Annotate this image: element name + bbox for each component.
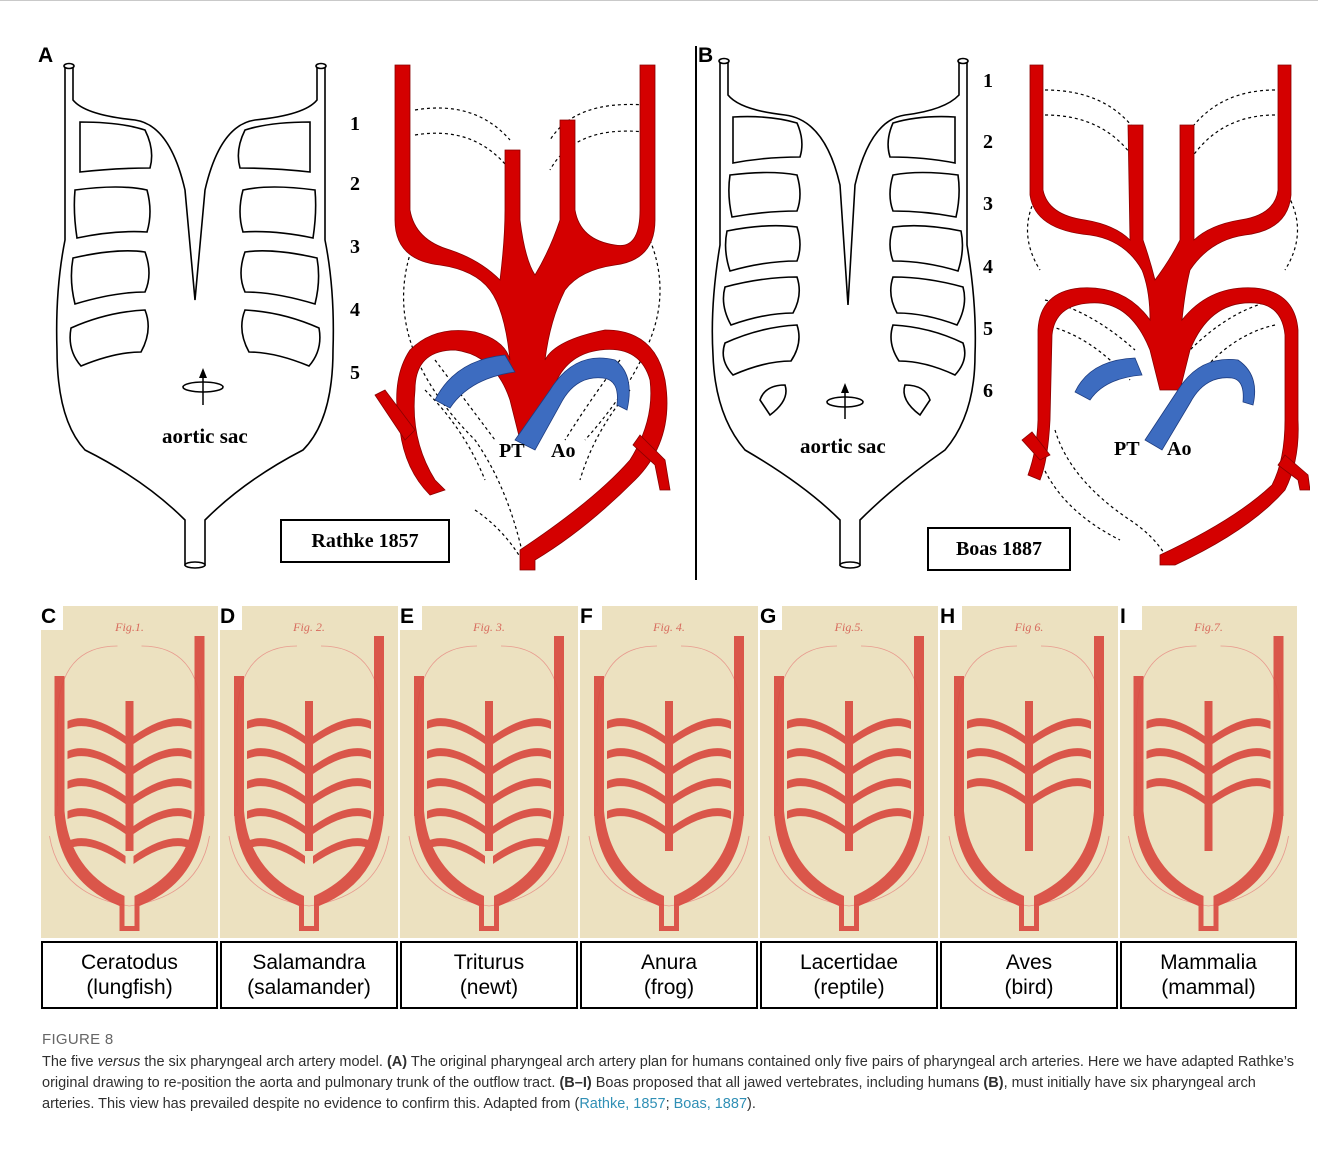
ref-rathke-link[interactable]: Rathke, 1857 <box>579 1096 665 1112</box>
ref-boas-link[interactable]: Boas, 1887 <box>674 1096 747 1112</box>
arch-number-b-4: 4 <box>983 256 993 279</box>
species-common-name: (reptile) <box>762 975 936 1000</box>
species-artery-drawing <box>760 606 938 938</box>
aortic-sac-label-b: aortic sac <box>800 434 886 459</box>
species-label-box: Triturus (newt) <box>400 941 578 1009</box>
arch-number-a-2: 2 <box>350 173 360 196</box>
species-artery-drawing <box>940 606 1118 938</box>
arch-number-b-3: 3 <box>983 193 993 216</box>
aortic-sac-label-a: aortic sac <box>162 424 248 449</box>
species-common-name: (lungfish) <box>43 975 216 1000</box>
arch-number-b-2: 2 <box>983 131 993 154</box>
caption-bi-text: Boas proposed that all jawed vertebrates… <box>592 1075 984 1091</box>
figure-number: FIGURE 8 <box>42 1029 1312 1050</box>
arch-number-b-6: 6 <box>983 380 993 403</box>
arch-number-b-1: 1 <box>983 70 993 93</box>
panel-divider <box>695 46 697 580</box>
species-figure-lacertidae: Fig.5. G <box>760 606 938 938</box>
panel-letter-g: G <box>760 606 782 630</box>
rathke-arch-outline-diagram <box>45 60 345 575</box>
species-common-name: (salamander) <box>222 975 396 1000</box>
species-figure-mammalia: Fig.7. I <box>1120 606 1297 938</box>
caption-a-label: (A) <box>387 1054 407 1070</box>
caption-end: ). <box>747 1096 756 1112</box>
species-label-box: Aves (bird) <box>940 941 1118 1009</box>
species-figure-anura: Fig. 4. F <box>580 606 758 938</box>
panel-letter-f: F <box>580 606 602 630</box>
species-fig-label: Fig. 4. <box>580 620 758 635</box>
figure-caption: FIGURE 8 The five versus the six pharyng… <box>42 1029 1312 1115</box>
arch-number-a-1: 1 <box>350 113 360 136</box>
species-figure-ceratodus: Fig.1. C <box>41 606 218 938</box>
species-name: Anura <box>582 950 756 975</box>
arch-number-b-5: 5 <box>983 318 993 341</box>
caption-b-label: (B) <box>983 1075 1003 1091</box>
pt-label-a: PT <box>499 440 525 463</box>
species-name: Aves <box>942 950 1116 975</box>
caption-sep: ; <box>666 1096 674 1112</box>
species-fig-label: Fig.5. <box>760 620 938 635</box>
caption-line1b: the six pharyngeal arch artery model. <box>140 1054 387 1070</box>
species-label-box: Lacertidae (reptile) <box>760 941 938 1009</box>
panel-letter-c: C <box>41 606 63 630</box>
species-label-box: Mammalia (mammal) <box>1120 941 1297 1009</box>
species-name: Salamandra <box>222 950 396 975</box>
species-fig-label: Fig 6. <box>940 620 1118 635</box>
caption-versus: versus <box>98 1054 141 1070</box>
arch-number-a-4: 4 <box>350 299 360 322</box>
panel-letter-d: D <box>220 606 242 630</box>
species-label-box: Ceratodus (lungfish) <box>41 941 218 1009</box>
panel-letter-i: I <box>1120 606 1142 630</box>
species-fig-label: Fig. 3. <box>400 620 578 635</box>
ao-label-a: Ao <box>551 440 575 463</box>
species-figure-aves: Fig 6. H <box>940 606 1118 938</box>
species-fig-label: Fig.1. <box>41 620 218 635</box>
arch-number-a-5: 5 <box>350 362 360 385</box>
caption-line1: The five <box>42 1054 98 1070</box>
species-fig-label: Fig. 2. <box>220 620 398 635</box>
species-common-name: (mammal) <box>1122 975 1295 1000</box>
species-artery-drawing <box>41 606 218 938</box>
species-name: Lacertidae <box>762 950 936 975</box>
boas-arch-outline-diagram <box>705 55 985 575</box>
species-artery-drawing <box>400 606 578 938</box>
species-artery-drawing <box>1120 606 1297 938</box>
caption-bi-label: (B–I) <box>559 1075 591 1091</box>
species-figure-triturus: Fig. 3. E <box>400 606 578 938</box>
species-common-name: (bird) <box>942 975 1116 1000</box>
rathke-artery-diagram <box>365 60 680 575</box>
species-label-box: Anura (frog) <box>580 941 758 1009</box>
ao-label-b: Ao <box>1167 438 1191 461</box>
species-name: Ceratodus <box>43 950 216 975</box>
panel-letter-h: H <box>940 606 962 630</box>
species-common-name: (newt) <box>402 975 576 1000</box>
species-name: Mammalia <box>1122 950 1295 975</box>
species-artery-drawing <box>220 606 398 938</box>
boas-artery-diagram <box>1010 60 1310 575</box>
species-figure-salamandra: Fig. 2. D <box>220 606 398 938</box>
caption-text: The five versus the six pharyngeal arch … <box>42 1052 1312 1115</box>
species-common-name: (frog) <box>582 975 756 1000</box>
species-artery-drawing <box>580 606 758 938</box>
boas-reference-box: Boas 1887 <box>927 527 1071 571</box>
species-name: Triturus <box>402 950 576 975</box>
rathke-reference-box: Rathke 1857 <box>280 519 450 563</box>
pt-label-b: PT <box>1114 438 1140 461</box>
species-label-box: Salamandra (salamander) <box>220 941 398 1009</box>
species-fig-label: Fig.7. <box>1120 620 1297 635</box>
top-rule <box>0 0 1318 1</box>
arch-number-a-3: 3 <box>350 236 360 259</box>
panel-letter-e: E <box>400 606 422 630</box>
